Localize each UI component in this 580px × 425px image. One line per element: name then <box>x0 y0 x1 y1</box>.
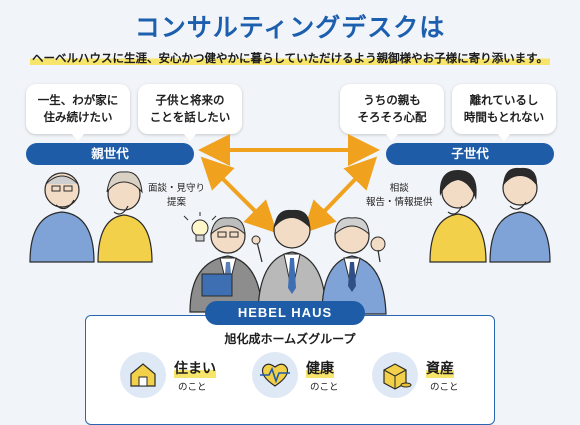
page-title: コンサルティングデスクは <box>134 13 446 42</box>
child-generation-label: 子世代 <box>386 143 554 165</box>
staff-center-figure <box>251 209 327 317</box>
group-name: 旭化成ホームズグループ <box>224 332 356 346</box>
relationship-illustration <box>29 134 551 317</box>
speech-bubble-child-1: うちの親も そろそろ心配 <box>340 84 444 141</box>
elderly-man-figure <box>29 172 95 263</box>
adult-man-figure <box>489 167 551 263</box>
service-label: 住まい <box>174 358 216 378</box>
note-right-line: 相談 <box>389 183 409 194</box>
bubble-line: 時間もとれない <box>463 110 545 124</box>
page-subtitle: ヘーベルハウスに生涯、安心かつ健やかに暮らしていただけるよう親御様やお子様に寄り… <box>0 50 580 66</box>
hebel-haus-label: HEBEL HAUS <box>205 301 365 325</box>
note-right-line: 報告・情報提供 <box>366 197 433 208</box>
elderly-woman-figure <box>97 171 153 263</box>
arrow-parent-company <box>200 156 278 234</box>
consulting-desk-diagram: コンサルティングデスクは ヘーベルハウスに生涯、安心かつ健やかに暮らしていただけ… <box>0 13 580 425</box>
service-label: 健康 <box>306 358 334 378</box>
speech-bubble-child-2: 離れているし 時間もとれない <box>452 84 556 141</box>
adult-woman-figure <box>429 170 487 263</box>
speech-bubble-parent-2: 子供と将来の ことを話したい <box>138 84 242 141</box>
bubble-line: 子供と将来の <box>155 93 225 107</box>
subtitle-text: ヘーベルハウスに生涯、安心かつ健やかに暮らしていただけるよう親御様やお子様に寄り… <box>30 51 550 65</box>
service-sub: のこと <box>178 382 207 393</box>
house-icon <box>120 352 166 398</box>
service-sub: のこと <box>430 382 459 393</box>
coins-box-icon <box>372 352 418 398</box>
bubble-line: 離れているし <box>469 93 539 107</box>
speech-bubble-parent-1: 一生、わが家に 住み続けたい <box>26 84 130 141</box>
bubble-line: 一生、わが家に <box>37 93 119 107</box>
staff-left-figure <box>189 217 263 313</box>
arrow-child-company <box>302 156 378 234</box>
bubble-line: 住み続けたい <box>43 110 113 124</box>
note-left: 面談・見守り 提案 <box>148 182 205 210</box>
heartbeat-icon <box>252 352 298 398</box>
parent-generation-label: 親世代 <box>26 143 194 165</box>
bubble-line: ことを話したい <box>149 110 231 124</box>
service-sub: のこと <box>310 382 339 393</box>
note-left-line: 提案 <box>167 197 187 208</box>
bubble-line: うちの親も <box>363 93 421 107</box>
note-left-line: 面談・見守り <box>148 183 206 194</box>
lightbulb-icon <box>183 212 217 242</box>
service-label: 資産 <box>426 358 454 378</box>
note-right: 相談 報告・情報提供 <box>366 182 433 210</box>
staff-right-figure <box>321 217 387 315</box>
bubble-line: そろそろ心配 <box>357 110 427 124</box>
